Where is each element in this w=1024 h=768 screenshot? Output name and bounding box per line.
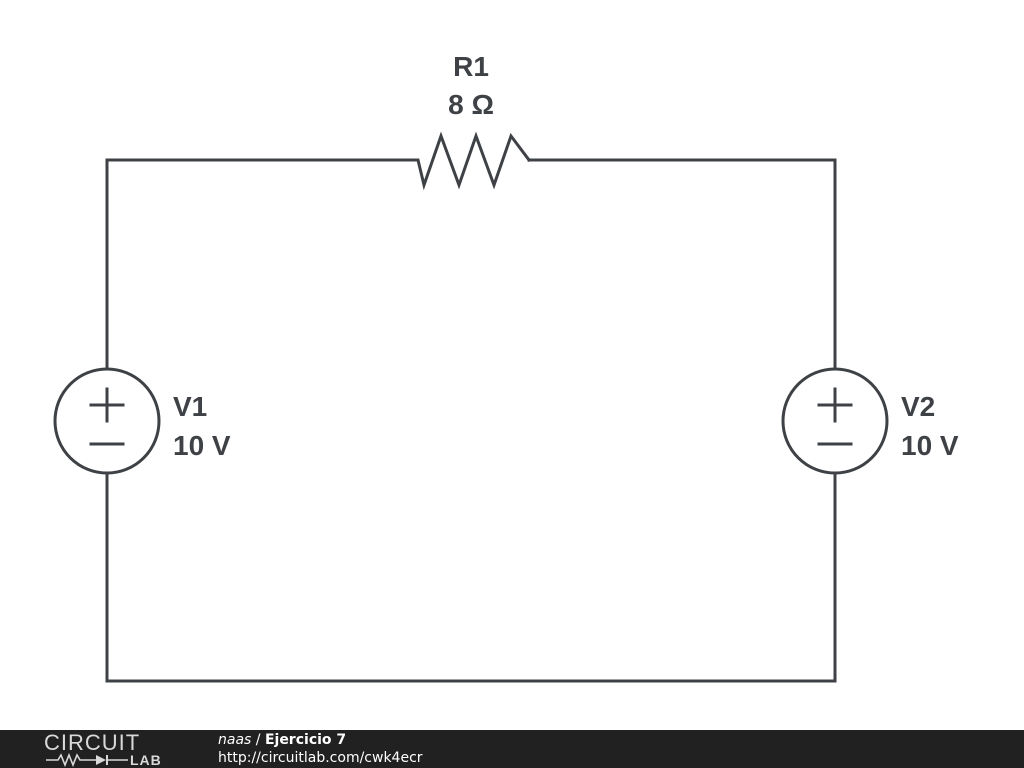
circuitlab-logo[interactable]: CIRCUIT LAB (44, 732, 174, 768)
logo-bottom-row: LAB (44, 752, 174, 768)
resistor-diode-icon (46, 752, 128, 768)
footer-info: naas / Ejercicio 7 http://circuitlab.com… (218, 731, 423, 767)
v1-name-label: V1 (173, 391, 207, 422)
v2-value-label: 10 V (901, 430, 959, 461)
v1-value-label: 10 V (173, 430, 231, 461)
title-separator: / (251, 732, 265, 748)
wire-top-left (105, 158, 415, 370)
v2-source-circle (781, 367, 889, 475)
r1-value-label: 8 Ω (448, 89, 494, 120)
circuit-title: Ejercicio 7 (264, 732, 347, 748)
wire-top-right (527, 158, 837, 370)
circuit-schematic: R1 8 Ω V1 10 V V2 10 V (53, 51, 959, 683)
logo-wordmark-circuit: CIRCUIT (44, 730, 141, 755)
voltage-source-v2[interactable] (781, 367, 889, 475)
v2-name-label: V2 (901, 391, 935, 422)
footer-bar: CIRCUIT LAB naas / Ejercicio 7 http://ci… (0, 730, 1024, 768)
circuit-url-link[interactable]: http://circuitlab.com/cwk4ecr (218, 750, 423, 766)
author-name[interactable]: naas (218, 732, 252, 748)
r1-name-label: R1 (453, 51, 489, 82)
wire-bottom (105, 472, 837, 683)
resistor-r1-symbol[interactable] (411, 131, 532, 191)
v1-source-circle (53, 367, 161, 475)
logo-wordmark-lab: LAB (130, 752, 162, 768)
footer-title-line: naas / Ejercicio 7 (218, 731, 423, 749)
voltage-source-v1[interactable] (53, 367, 161, 475)
